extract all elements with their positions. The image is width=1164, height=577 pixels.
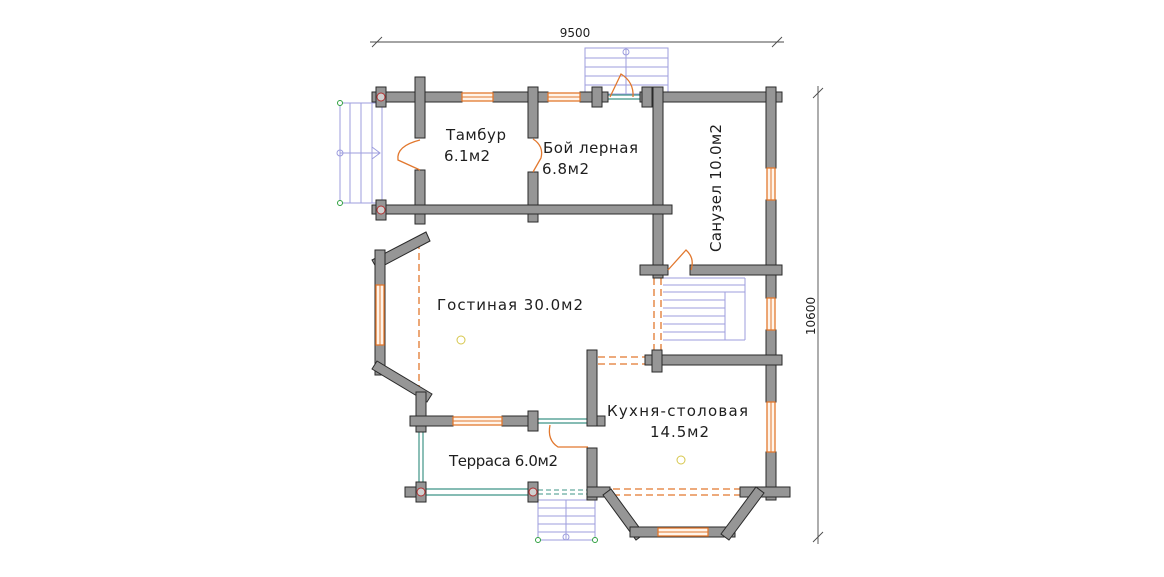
grid-node — [535, 537, 541, 543]
wall-segment — [414, 76, 426, 139]
grid-node — [337, 100, 343, 106]
wall-segment — [501, 415, 531, 427]
post — [416, 487, 426, 497]
door-swing — [609, 73, 634, 98]
log-end — [641, 86, 653, 108]
log-end — [415, 391, 427, 433]
door-swing — [667, 249, 693, 271]
bay-wall-segment — [720, 486, 765, 541]
wall-segment — [586, 349, 598, 427]
wall-segment — [652, 86, 664, 279]
post — [528, 487, 538, 497]
posts — [376, 92, 538, 497]
interior-staircase — [663, 277, 746, 341]
room-label-living: Гостиная 30.0м2 — [437, 296, 583, 314]
wall-segment — [765, 199, 777, 299]
stair-start-marker — [622, 48, 630, 56]
center-marker — [456, 335, 466, 345]
entrance-stairs-bottom — [535, 499, 598, 543]
stair-start-marker — [336, 149, 344, 157]
room-area-kitchen: 14.5м2 — [650, 423, 709, 441]
wall-segment — [371, 204, 673, 215]
room-name-boiler: Бой лерная — [543, 139, 638, 157]
room-label-terrace: Терраса 6.0м2 — [448, 452, 558, 470]
grid-node — [337, 200, 343, 206]
openings — [418, 242, 740, 496]
wall-segment — [409, 415, 454, 427]
glazing — [418, 94, 640, 496]
dimension-tick — [812, 531, 824, 543]
wall-segment — [639, 264, 669, 276]
entrance-stairs-top — [584, 47, 669, 95]
wall-segment — [689, 264, 783, 276]
wall-segment — [586, 447, 598, 501]
stair-start-marker — [562, 533, 570, 541]
dimension-tick — [812, 87, 824, 99]
wall-segment — [639, 91, 783, 103]
dimension-label-width: 9500 — [560, 26, 591, 40]
dimension-label-height: 10600 — [804, 297, 818, 335]
stair-arrow — [371, 146, 381, 160]
log-end — [591, 86, 603, 108]
doors — [397, 73, 693, 448]
room-name-kitchen: Кухня-столовая — [607, 402, 748, 420]
wall-segment — [492, 91, 549, 103]
wall-segment — [644, 354, 783, 366]
grid-node — [592, 537, 598, 543]
door-swing — [532, 138, 543, 173]
wall-segment — [765, 329, 777, 403]
post — [376, 205, 386, 215]
log-walls — [371, 76, 791, 541]
windows — [375, 92, 776, 537]
center-marker — [676, 455, 686, 465]
wall-segment — [596, 415, 606, 427]
room-area-boiler: 6.8м2 — [542, 160, 589, 178]
door-swing — [397, 139, 421, 171]
room-labels: Тамбур 6.1м2 Бой лерная 6.8м2 Санузел 10… — [437, 124, 748, 470]
room-area-tambur: 6.1м2 — [444, 147, 490, 165]
bay-wall-segment — [371, 231, 431, 270]
dimension-tick — [371, 36, 383, 48]
wall-segment — [739, 486, 791, 498]
dimension-height: 10600 — [804, 86, 824, 544]
wall-segment — [765, 86, 777, 169]
room-center-markers — [456, 335, 686, 465]
log-end — [527, 410, 539, 432]
log-end — [651, 349, 663, 373]
entrance-stairs-left — [336, 100, 383, 206]
post — [376, 92, 386, 102]
dimension-tick — [771, 36, 783, 48]
room-label-bathroom: Санузел 10.0м2 — [707, 124, 725, 252]
dimension-width: 9500 — [370, 26, 784, 48]
wall-segment — [527, 86, 539, 139]
room-name-tambur: Тамбур — [445, 126, 506, 144]
door-swing — [548, 424, 588, 448]
wall-segment — [414, 169, 426, 225]
